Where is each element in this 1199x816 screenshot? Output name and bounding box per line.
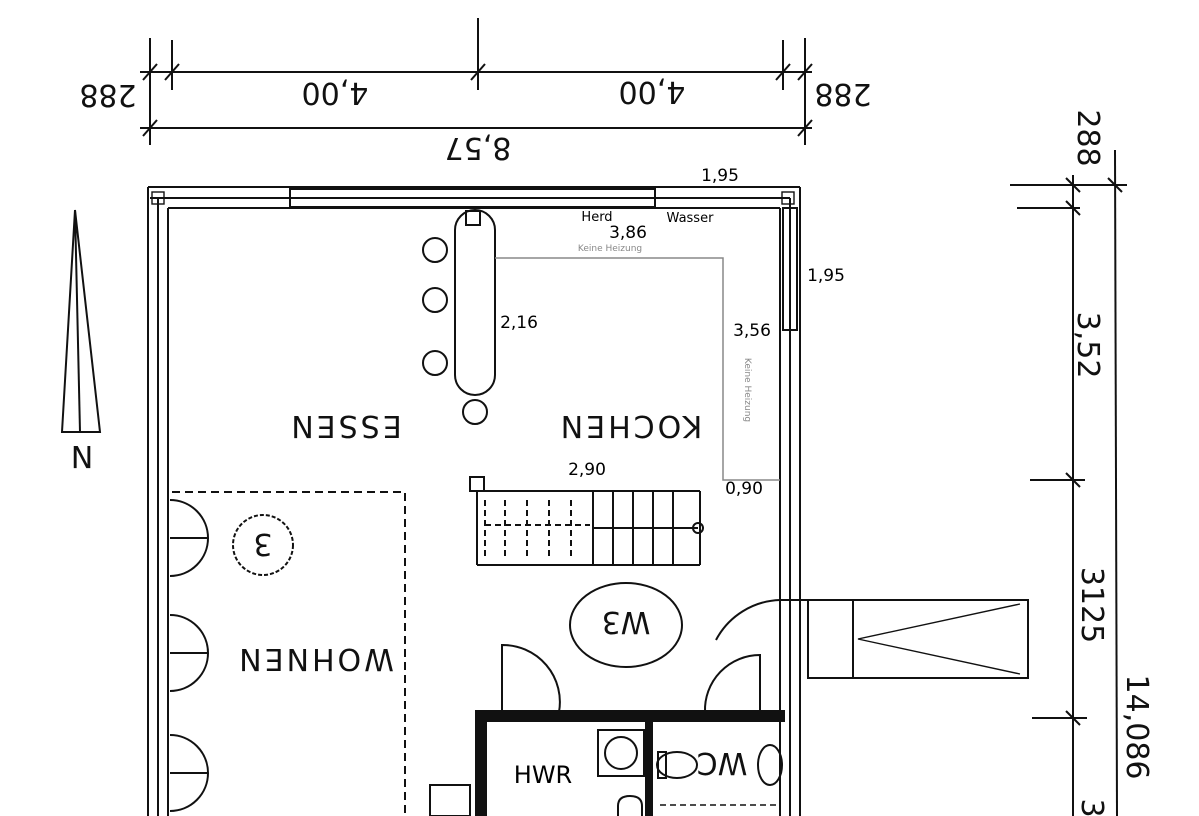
sink-icon: [757, 744, 783, 786]
north-label: N: [71, 438, 93, 473]
circled-number: 3: [253, 526, 272, 561]
dim-right-total: 14,086: [1119, 675, 1154, 780]
interior-wall: [475, 710, 785, 722]
w3-marker: [569, 582, 683, 668]
stool-icon: [422, 287, 448, 313]
dim-counter-length: 2,16: [500, 313, 538, 333]
room-hwr: HWR: [514, 761, 572, 789]
label-no-heating-side: Keine Heizung: [742, 358, 752, 422]
living-area-outline: [172, 491, 406, 816]
chimney-icon: [465, 210, 481, 226]
dim-right-window: 1,95: [807, 266, 845, 286]
label-no-heating-top: Keine Heizung: [578, 244, 642, 254]
label-herd: Herd: [581, 210, 612, 225]
north-arrow-icon: [60, 209, 102, 433]
dim-right-wall: 288: [814, 76, 871, 111]
dim-top-window: 1,95: [701, 166, 739, 186]
dim-kitchen-depth: 3,56: [733, 321, 771, 341]
kitchen-counter: [454, 209, 496, 396]
room-wohnen: WOHNEN: [236, 641, 394, 676]
dim-left-span: 4,00: [302, 75, 369, 110]
room-w3: W3: [602, 604, 651, 639]
stool-icon: [422, 237, 448, 263]
room-essen: ESSEN: [288, 408, 401, 443]
toilet-icon: [656, 751, 698, 779]
room-kochen: KOCHEN: [558, 408, 703, 443]
dim-total-width: 8,57: [445, 130, 512, 165]
interior-wall: [475, 710, 487, 816]
dim-kitchen-width: 3,86: [609, 223, 647, 243]
top-dimension-lines: [140, 18, 813, 145]
dim-right-seg3: 3: [1074, 798, 1109, 816]
stool-icon: [422, 350, 448, 376]
entrance-door-arc: [715, 599, 808, 641]
washer-icon: [597, 729, 645, 777]
kitchen-outline: [495, 257, 780, 481]
dim-right-seg2: 3125: [1074, 567, 1109, 643]
dim-right-span: 4,00: [619, 74, 686, 109]
circled-marker: [232, 514, 294, 576]
dim-right-seg1: 3,52: [1070, 312, 1105, 379]
terrace-doors: [169, 499, 210, 812]
right-dimension-lines: [1010, 149, 1127, 816]
dim-left-wall: 288: [79, 77, 136, 112]
stool-icon: [462, 399, 488, 425]
dim-corner-offset: 0,90: [725, 479, 763, 499]
entrance-steps: [807, 599, 1029, 679]
interior-wall: [645, 722, 653, 816]
room-wc: WC: [697, 745, 748, 780]
dim-stair-width: 2,90: [568, 460, 606, 480]
outer-walls: [147, 186, 801, 816]
door-arc: [501, 643, 561, 713]
door-arc: [703, 653, 761, 713]
label-wasser: Wasser: [667, 211, 715, 226]
staircase: [469, 476, 704, 566]
dim-right-wall: 288: [1070, 109, 1105, 166]
